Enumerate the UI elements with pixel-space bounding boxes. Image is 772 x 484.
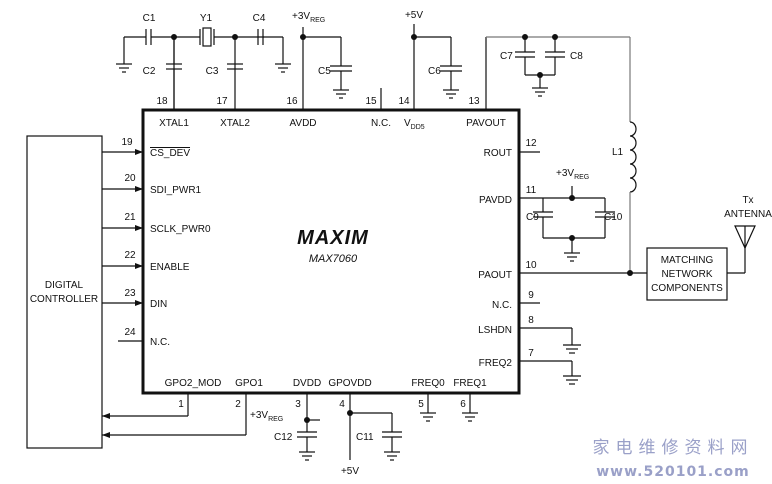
maxim-logo: MAXIM (297, 227, 369, 249)
matching-label-1: MATCHING (661, 255, 714, 266)
label-c6: C6 (428, 66, 441, 77)
label-c4: C4 (253, 13, 266, 24)
pin-num: 6 (460, 399, 466, 410)
pin-label: ROUT (484, 148, 512, 159)
watermark-url: www.520101.com (596, 464, 750, 480)
pin-label: N.C. (150, 337, 170, 348)
label-c1: C1 (143, 13, 156, 24)
pin-num: 10 (525, 260, 537, 271)
max7060-chip (141, 108, 521, 395)
label-c9: C9 (526, 212, 539, 223)
pin-label: FREQ1 (453, 378, 487, 389)
avdd-decoupling: +3VREG C5 (292, 11, 352, 99)
pin-num: 11 (526, 185, 537, 196)
pin-label: GPO1 (235, 378, 263, 389)
pin-label: N.C. (492, 300, 512, 311)
label-c8: C8 (570, 51, 583, 62)
pin-label: DVDD (293, 378, 321, 389)
crystal-network: C1 C2 Y1 C3 C4 (116, 13, 291, 110)
pin-label: DIN (150, 299, 167, 310)
pin-label: GPOVDD (328, 378, 371, 389)
right-pins: 12 ROUT 11 PAVDD 10 PAOUT 9 N.C. 8 LSHDN… (478, 138, 647, 385)
left-pins: 19 CS_DEV 20 SDI_PWR1 21 SCLK_PWR0 22 EN… (102, 137, 211, 348)
supply-3vreg-pavdd: +3VREG (556, 168, 589, 181)
supply-3vreg-avdd: +3VREG (292, 11, 325, 24)
dvdd-decoupling: +3VREG C12 (250, 410, 320, 461)
label-c10: C10 (604, 212, 623, 223)
matching-label-3: COMPONENTS (651, 283, 723, 294)
label-c11: C11 (356, 432, 374, 443)
pin-num: 12 (525, 138, 537, 149)
matching-network-box (646, 247, 728, 301)
matching-network: MATCHING NETWORK COMPONENTS Tx ANTENNA (646, 195, 772, 301)
pavdd-decoupling: +3VREG C9 C10 (526, 168, 623, 262)
pin-label: N.C. (371, 118, 391, 129)
gpovdd-decoupling: C11 +5V (341, 410, 402, 477)
pin-num: 19 (121, 137, 133, 148)
label-c3: C3 (206, 66, 219, 77)
pin-num: 15 (365, 96, 377, 107)
pin-label: FREQ0 (411, 378, 445, 389)
pin-num: 23 (124, 288, 136, 299)
antenna-label-1: Tx (742, 195, 753, 206)
pin-num: 16 (286, 96, 298, 107)
pin-label: SCLK_PWR0 (150, 224, 211, 235)
top-pins: 18 XTAL1 17 XTAL2 16 AVDD 15 N.C. 14 VDD… (156, 24, 506, 131)
pin-label-cs-dev: CS_DEV (150, 148, 190, 159)
pin-label: SDI_PWR1 (150, 185, 202, 196)
pin-num: 18 (156, 96, 168, 107)
label-c5: C5 (318, 66, 331, 77)
label-c7: C7 (500, 51, 513, 62)
pin-num: 5 (418, 399, 424, 410)
pin-label: PAVOUT (466, 118, 506, 129)
pin-label: AVDD (289, 118, 316, 129)
pin-num: 4 (339, 399, 345, 410)
pin-num: 3 (295, 399, 301, 410)
controller-label-2: CONTROLLER (30, 294, 98, 305)
pin-num: 2 (235, 399, 241, 410)
part-number: MAX7060 (309, 253, 358, 265)
pin-label: XTAL1 (159, 118, 189, 129)
pin-label: PAOUT (478, 270, 512, 281)
pin-num: 1 (178, 399, 184, 410)
supply-5v-top: +5V (405, 10, 423, 21)
pin-num: 17 (216, 96, 228, 107)
pin-num: 14 (398, 96, 410, 107)
matching-label-2: NETWORK (661, 269, 712, 280)
pin-num: 7 (528, 348, 534, 359)
watermark-cn: 家电维修资料网 (593, 438, 754, 458)
label-c12: C12 (274, 432, 293, 443)
label-l1: L1 (612, 147, 624, 158)
pin-num: 24 (124, 327, 136, 338)
pin-num: 22 (124, 250, 136, 261)
controller-label-1: DIGITAL (45, 280, 84, 291)
supply-5v-bottom: +5V (341, 466, 359, 477)
pin-label: ENABLE (150, 262, 190, 273)
pin-label: LSHDN (478, 325, 512, 336)
pin-label-vdd5: VDD5 (404, 118, 425, 131)
antenna-label-2: ANTENNA (724, 209, 772, 220)
pin-num: 9 (528, 290, 534, 301)
label-c2: C2 (143, 66, 156, 77)
pin-label: XTAL2 (220, 118, 250, 129)
pavout-network: C7 C8 L1 (486, 34, 637, 273)
digital-controller-box (26, 135, 103, 449)
pin-label: PAVDD (479, 195, 512, 206)
pin-num: 21 (124, 212, 136, 223)
pin-num: 13 (468, 96, 480, 107)
bottom-pins: GPO2_MOD 1 GPO1 2 DVDD 3 GPOVDD 4 FREQ0 … (102, 378, 487, 460)
pin-label: GPO2_MOD (165, 378, 222, 389)
supply-3vreg-dvdd: +3VREG (250, 410, 283, 423)
pin-num: 8 (528, 315, 534, 326)
pin-num: 20 (124, 173, 136, 184)
label-y1: Y1 (200, 13, 213, 24)
pin-label: FREQ2 (479, 358, 513, 369)
vdd5-decoupling: +5V C6 (405, 10, 462, 99)
